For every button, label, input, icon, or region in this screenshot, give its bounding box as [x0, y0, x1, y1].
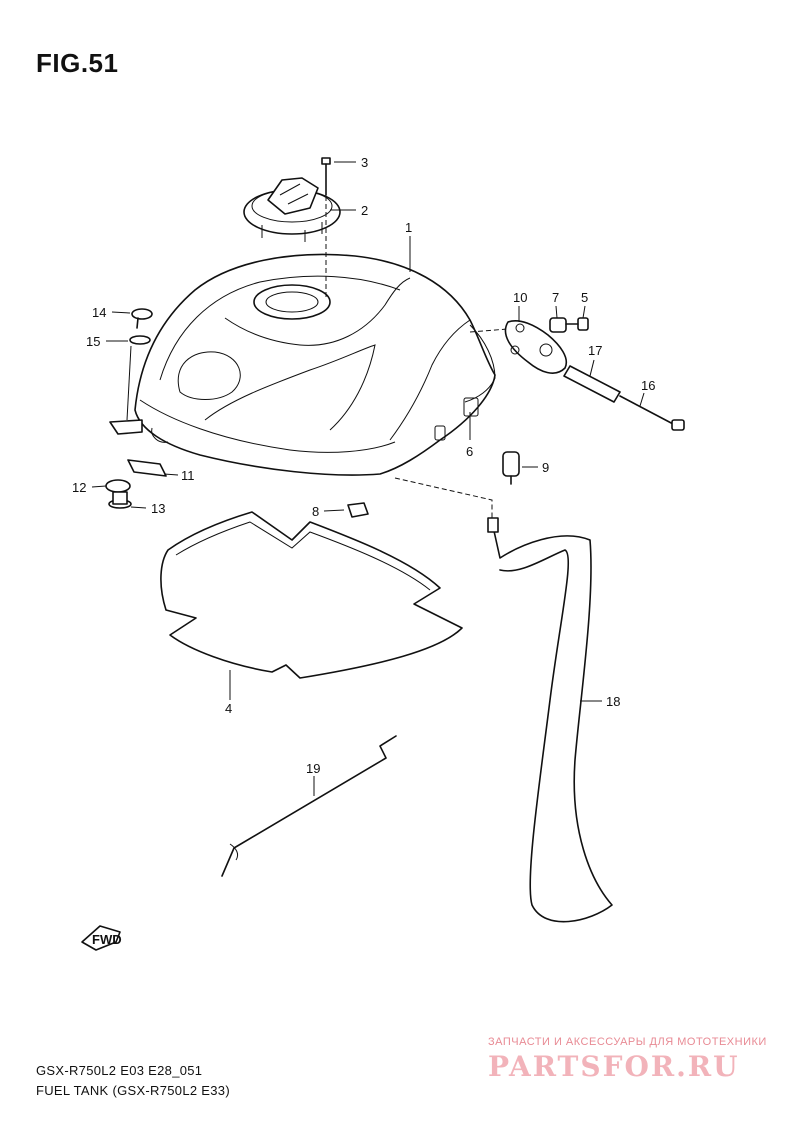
callout-9: 9	[542, 460, 549, 475]
callout-10: 10	[513, 290, 527, 305]
callout-8: 8	[312, 504, 319, 519]
cushion-12[interactable]	[105, 479, 131, 493]
breather-hose-18[interactable]	[491, 521, 613, 923]
bracket-mount	[109, 419, 143, 435]
callout-1: 1	[405, 220, 412, 235]
fuel-tank[interactable]	[134, 253, 496, 476]
bolt-14[interactable]	[131, 308, 153, 329]
callout-5: 5	[581, 290, 588, 305]
drain-rod-19[interactable]	[221, 735, 397, 877]
callout-labels: 3 2 1 14 15 10 7 5 17 16 6 9 8 11 12 13 …	[72, 155, 655, 776]
fwd-arrow-icon: FWD	[81, 925, 122, 951]
fwd-label: FWD	[92, 932, 122, 947]
assembly-line-hose	[394, 477, 493, 518]
collar-17[interactable]	[563, 365, 621, 403]
heat-insulator-4[interactable]	[160, 511, 463, 679]
washer-15[interactable]	[129, 335, 151, 345]
callout-4: 4	[225, 701, 232, 716]
callout-2: 2	[361, 203, 368, 218]
cushion-9[interactable]	[502, 451, 520, 477]
callout-12: 12	[72, 480, 86, 495]
callout-17: 17	[588, 343, 602, 358]
callout-11: 11	[181, 468, 195, 483]
callout-6: 6	[466, 444, 473, 459]
callout-14: 14	[92, 305, 106, 320]
cushion-8[interactable]	[347, 502, 369, 518]
callout-13: 13	[151, 501, 165, 516]
callout-16: 16	[641, 378, 655, 393]
hose-end	[487, 517, 499, 533]
nut-7[interactable]	[549, 317, 567, 333]
figure-title: FIG.51	[36, 48, 119, 78]
callout-19: 19	[306, 761, 320, 776]
leader-14-15	[126, 345, 132, 421]
callout-3: 3	[361, 155, 368, 170]
footer-diagram-code: GSX-R750L2 E03 E28_051	[36, 1063, 203, 1078]
watermark-tagline: ЗАПЧАСТИ И АКСЕССУАРЫ ДЛЯ МОТОТЕХНИКИ	[488, 1036, 767, 1048]
footer-diagram-name: FUEL TANK (GSX-R750L2 E33)	[36, 1083, 230, 1098]
bolt-5[interactable]	[565, 317, 589, 331]
bolt-3[interactable]	[321, 157, 331, 196]
callout-18: 18	[606, 694, 620, 709]
bolt-16[interactable]	[619, 395, 685, 431]
callout-15: 15	[86, 334, 100, 349]
leader-lines	[91, 161, 645, 796]
bracket-10[interactable]	[504, 320, 567, 374]
cushion-11[interactable]	[127, 459, 167, 477]
watermark-logo: PARTSFOR.RU	[488, 1050, 740, 1083]
fuel-cap[interactable]	[243, 177, 341, 242]
callout-7: 7	[552, 290, 559, 305]
collar-13[interactable]	[108, 491, 132, 509]
